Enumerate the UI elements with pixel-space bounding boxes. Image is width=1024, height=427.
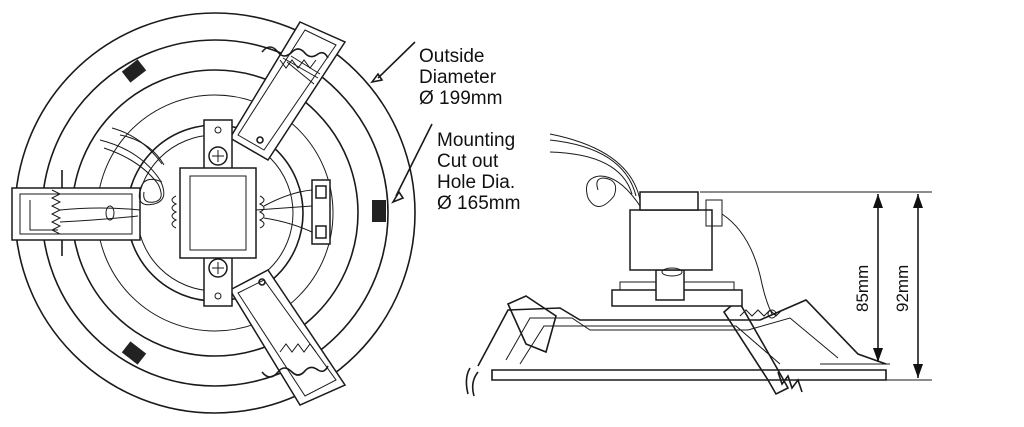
outside-line3: Ø 199mm (419, 88, 502, 109)
leader-cutout (395, 123, 433, 197)
wire-bundle (59, 127, 165, 223)
mounting-clip-left (11, 170, 141, 256)
cutout-line1: Mounting (437, 130, 515, 151)
label-cutout: Mounting Cut out Hole Dia. Ø 165mm (437, 130, 520, 214)
label-outside-diameter: Outside Diameter Ø 199mm (419, 46, 502, 109)
grip-pad (372, 200, 386, 222)
front-view (11, 12, 433, 414)
side-magnet (629, 209, 713, 271)
outside-line1: Outside (419, 46, 484, 67)
mounting-clip-top (228, 21, 347, 162)
side-clip-left (471, 295, 557, 397)
dimension-85 (873, 194, 883, 362)
side-clip-right (722, 298, 790, 396)
grip-pad (121, 59, 147, 83)
side-spring (739, 309, 783, 317)
mounting-clip-bottom (228, 269, 347, 406)
outside-line2: Diameter (419, 67, 497, 88)
grip-pad (121, 341, 147, 365)
cutout-line3: Hole Dia. (437, 172, 515, 193)
dim-label-92: 92mm (893, 265, 912, 312)
cutout-line2: Cut out (437, 151, 499, 172)
side-flange (491, 369, 887, 381)
dimension-92 (913, 194, 923, 378)
driver-assembly (171, 119, 331, 307)
leader-outside (377, 41, 416, 79)
dim-label-85: 85mm (853, 265, 872, 312)
side-view (465, 133, 932, 397)
side-wire (586, 175, 641, 207)
cutout-line4: Ø 165mm (437, 193, 520, 214)
